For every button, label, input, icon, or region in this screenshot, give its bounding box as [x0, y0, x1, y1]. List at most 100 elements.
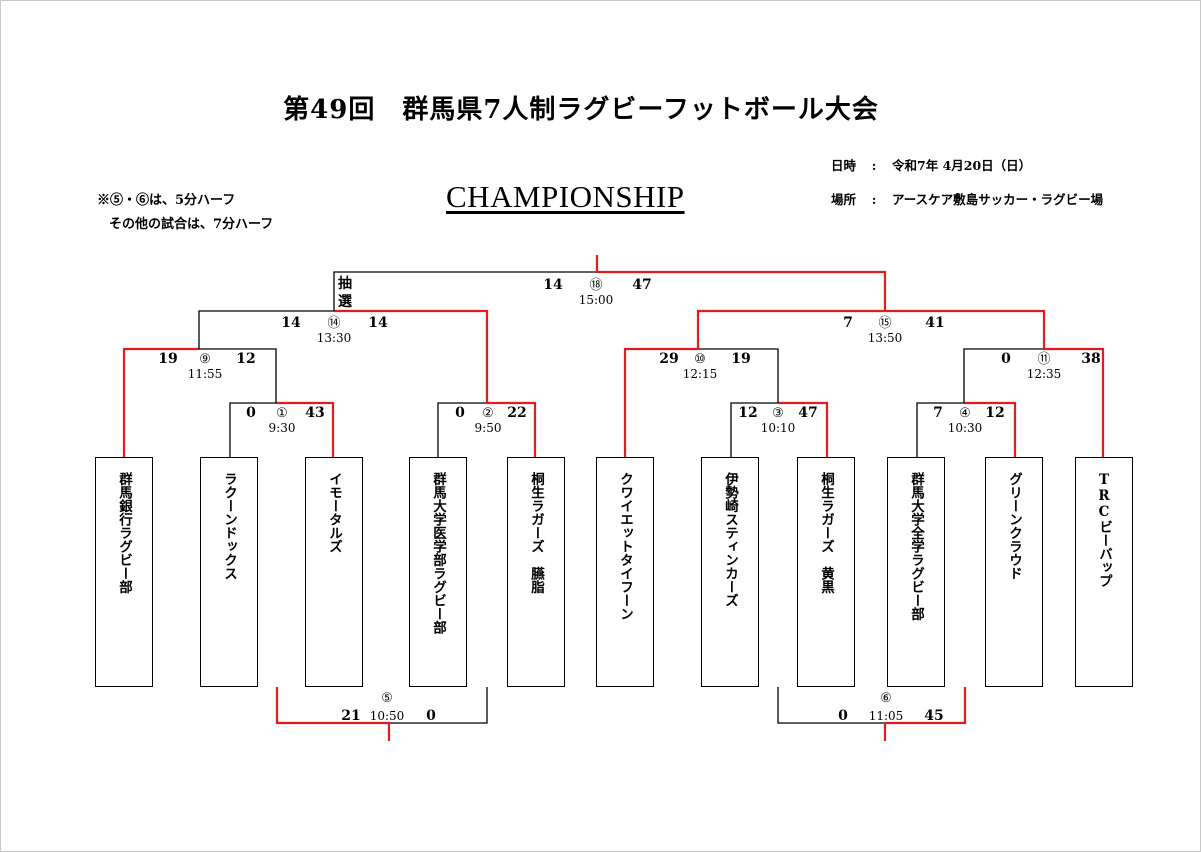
team-name: クワイエットタイフーン — [617, 472, 633, 621]
match-time: 15:00 — [579, 293, 614, 307]
score-left: 0 — [838, 708, 848, 724]
score-right: 14 — [368, 315, 388, 331]
team-box: クワイエットタイフーン — [596, 457, 654, 687]
winner-path — [122, 347, 199, 457]
half-note: ※⑤・⑥は、5分ハーフ — [97, 193, 236, 208]
match-time: 13:30 — [317, 331, 352, 345]
match-number: ① — [276, 406, 288, 421]
winner-path — [696, 309, 885, 349]
team-box: グリーンクラウド — [985, 457, 1043, 687]
date-separator: : — [871, 158, 877, 173]
bracket-path — [333, 271, 597, 311]
page-title: 第49回 群馬県7人制ラグビーフットボール大会 — [283, 95, 879, 125]
match-time: 12:35 — [1027, 367, 1062, 381]
score-right: 41 — [925, 315, 944, 331]
bracket-line-group — [122, 255, 1105, 741]
winner-path — [964, 401, 1017, 457]
match-number: ③ — [772, 406, 784, 421]
team-box: 伊勢崎スティンカーズ — [701, 457, 759, 687]
team-box: 桐生ラガーズ 黄黒 — [797, 457, 855, 687]
date-value: 令和7年 4月20日（日） — [892, 158, 1032, 173]
match-number: ⑩ — [694, 352, 706, 367]
winner-path — [885, 687, 967, 725]
score-left: 7 — [933, 405, 943, 421]
match-time: 11:05 — [869, 709, 904, 723]
match-number: ② — [482, 406, 494, 421]
bracket-path — [229, 402, 276, 457]
team-name: 桐生ラガーズ 黄黒 — [818, 472, 834, 594]
score-left: 12 — [738, 405, 757, 421]
winner-path — [487, 401, 537, 457]
winner-path — [334, 309, 489, 403]
winner-path — [275, 687, 389, 725]
score-left: 14 — [281, 315, 301, 331]
match-number: ⑪ — [1037, 352, 1050, 367]
score-right: 38 — [1081, 351, 1100, 367]
match-number: ⑭ — [327, 316, 340, 331]
bracket-path — [698, 348, 779, 403]
team-box: イモータルズ — [305, 457, 363, 687]
score-right: 12 — [236, 351, 255, 367]
half-note-other: その他の試合は、7分ハーフ — [109, 217, 274, 232]
winner-path — [623, 347, 698, 457]
score-left: 14 — [543, 277, 563, 293]
match-number: ④ — [959, 406, 971, 421]
score-left: 19 — [158, 351, 177, 367]
score-left: 0 — [455, 405, 465, 421]
match-number: ⑱ — [589, 278, 602, 293]
match-time: 10:10 — [761, 421, 796, 435]
score-right: 12 — [985, 405, 1004, 421]
score-left: 0 — [1001, 351, 1011, 367]
team-name: ラクーンドックス — [221, 472, 237, 580]
winner-path — [778, 401, 829, 457]
winner-path — [885, 309, 1046, 349]
bracket-path — [963, 348, 1044, 403]
bracket-path — [777, 687, 885, 724]
date-label: 日時 — [831, 158, 857, 173]
match-time: 12:15 — [683, 367, 718, 381]
team-name: 群馬銀行ラグビー部 — [116, 472, 132, 594]
team-box: 桐生ラガーズ 臙脂 — [507, 457, 565, 687]
subtitle: CHAMPIONSHIP — [446, 179, 685, 214]
venue-separator: : — [871, 192, 877, 207]
team-name: イモータルズ — [326, 472, 342, 553]
team-name: グリーンクラウド — [1006, 472, 1022, 580]
score-right: 43 — [305, 405, 324, 421]
winner-path — [1044, 347, 1105, 457]
score-left: 0 — [246, 405, 256, 421]
team-box: 群馬大学全学ラグビー部 — [887, 457, 945, 687]
draw-label-1: 抽 — [338, 275, 352, 292]
team-name: TRCビーバップ — [1096, 472, 1112, 588]
team-box: TRCビーバップ — [1075, 457, 1133, 687]
venue-label: 場所 — [831, 192, 857, 207]
bracket-path — [437, 402, 487, 457]
venue-info: 場所: アースケア敷島サッカー・ラグビー場 — [831, 189, 1103, 208]
date-info: 日時: 令和7年 4月20日（日） — [831, 155, 1031, 174]
team-box: 群馬銀行ラグビー部 — [95, 457, 153, 687]
score-right: 19 — [731, 351, 750, 367]
winner-path — [276, 401, 335, 457]
match-number: ⑥ — [880, 691, 892, 706]
match-time: 9:30 — [269, 421, 296, 435]
winner-path — [597, 270, 887, 311]
bracket-path — [198, 310, 334, 349]
team-box: 群馬大学医学部ラグビー部 — [409, 457, 467, 687]
score-right: 47 — [798, 405, 817, 421]
bracket-path — [199, 348, 277, 403]
venue-value: アースケア敷島サッカー・ラグビー場 — [892, 192, 1104, 207]
score-right: 22 — [507, 405, 526, 421]
bracket-path — [730, 402, 778, 457]
team-name: 伊勢崎スティンカーズ — [722, 472, 738, 607]
match-time: 10:30 — [948, 421, 983, 435]
team-name: 群馬大学全学ラグビー部 — [908, 472, 924, 621]
draw-label-2: 選 — [338, 294, 352, 310]
bracket-path — [916, 402, 964, 457]
match-number: ⑤ — [381, 691, 393, 706]
score-right: 0 — [426, 708, 436, 724]
team-name: 桐生ラガーズ 臙脂 — [528, 472, 544, 594]
score-left: 7 — [843, 315, 853, 331]
team-box: ラクーンドックス — [200, 457, 258, 687]
